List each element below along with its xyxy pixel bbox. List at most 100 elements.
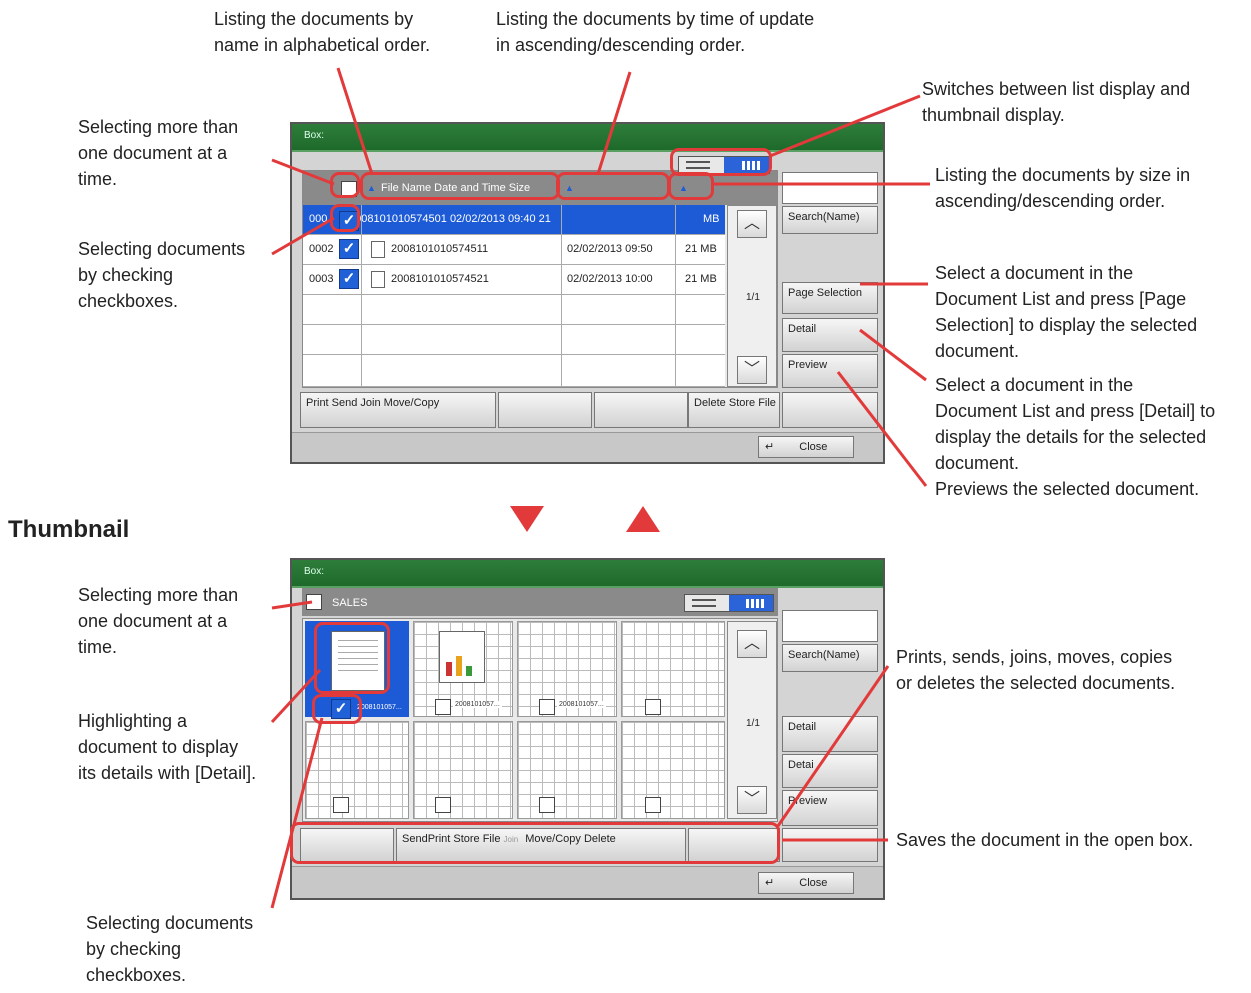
sort-arrow-icon[interactable]: ▲ — [565, 183, 574, 193]
list-display-button[interactable] — [679, 157, 724, 173]
thumbnail-checkbox[interactable] — [645, 797, 661, 813]
annotation-select-multi-bottom: Selecting more than one document at a ti… — [78, 582, 238, 660]
document-icon — [371, 271, 385, 288]
action-button[interactable] — [594, 392, 688, 428]
annotation-display-switch: Switches between list display and thumbn… — [922, 76, 1190, 128]
column-headers[interactable]: File Name Date and Time Size — [381, 182, 531, 194]
annotation-line: its details with [Detail]. — [78, 763, 257, 783]
row-filename: 2008101010574521 — [391, 273, 489, 285]
store-file-button[interactable] — [782, 392, 878, 428]
document-thumbnail[interactable] — [413, 721, 513, 819]
annotation-line: Switches between list display and — [922, 79, 1191, 99]
scroll-down-icon[interactable]: ﹀ — [737, 356, 767, 384]
row-size: 21 MB — [685, 273, 717, 285]
sort-arrow-icon: ▲ — [367, 183, 376, 193]
annotation-time-sort: Listing the documents by time of update … — [496, 6, 814, 58]
preview-button[interactable]: Preview — [782, 354, 878, 388]
thumbnail-display-button[interactable] — [724, 157, 769, 173]
scrollbar[interactable]: ︿ 1/1 ﹀ — [727, 621, 777, 819]
table-row[interactable] — [303, 295, 725, 325]
print-send-join-move-buttons[interactable]: Print Send Join Move/Copy — [300, 392, 496, 428]
document-thumbnail[interactable] — [621, 621, 725, 717]
annotation-line: Select a document in the — [935, 263, 1134, 283]
list-display-button[interactable] — [685, 595, 729, 611]
send-print-store-buttons[interactable]: SendPrint Store File Join Move/Copy Dele… — [396, 828, 686, 862]
annotation-line: Highlighting a — [78, 711, 188, 731]
scrollbar[interactable]: ︿ 1/1 ﹀ — [727, 205, 777, 387]
annotation-line: by checking — [86, 939, 182, 959]
sort-arrow-icon[interactable]: ▲ — [679, 183, 688, 193]
folder-name: SALES — [332, 597, 368, 609]
annotation-line: Selecting more than — [78, 117, 239, 137]
row-filename: 2008101010574501 02/02/2013 09:40 21 — [349, 213, 551, 225]
column-divider — [675, 205, 676, 387]
thumbnail-checkbox[interactable] — [645, 699, 661, 715]
document-thumbnail[interactable] — [331, 631, 385, 691]
list-view-screen: Box: ▲ File Name Date and Time Size ▲ ▲ … — [290, 122, 885, 464]
thumbnail-checkbox[interactable] — [435, 797, 451, 813]
document-thumbnail[interactable] — [517, 621, 617, 717]
delete-store-file-button[interactable]: Delete Store File — [688, 392, 780, 428]
list-icon — [686, 161, 710, 169]
page-selection-button[interactable]: Page Selection — [782, 282, 878, 314]
annotation-line: Select a document in the — [935, 375, 1134, 395]
title-bar: Box: — [292, 560, 883, 588]
thumbnail-checkbox[interactable]: ✓ — [331, 699, 351, 719]
thumbnail-display-button[interactable] — [729, 595, 773, 611]
table-row[interactable] — [303, 355, 725, 387]
thumbnail-checkbox[interactable] — [435, 699, 451, 715]
search-name-button[interactable]: Search(Name) — [782, 644, 878, 672]
callout-ring — [314, 622, 390, 694]
annotation-line: document to display — [78, 737, 239, 757]
chart-document-icon — [439, 631, 485, 683]
bar-icon — [456, 656, 462, 676]
row-checkbox[interactable]: ✓ — [339, 269, 359, 289]
table-row[interactable]: 000 2008101010574501 02/02/2013 09:40 21… — [303, 205, 725, 235]
document-list-panel: ▲ File Name Date and Time Size ▲ ▲ 000 2… — [302, 170, 778, 388]
thumbnail-checkbox[interactable] — [333, 797, 349, 813]
document-thumbnail[interactable] — [621, 721, 725, 819]
annotation-line: Selecting documents — [78, 239, 246, 259]
search-name-button[interactable]: Search(Name) — [782, 206, 878, 234]
close-button[interactable]: ↵ Close — [758, 872, 854, 894]
annotation-line: Previews the selected document. — [935, 479, 1200, 499]
display-toggle[interactable] — [684, 594, 774, 612]
close-button[interactable]: ↵ Close — [758, 436, 854, 458]
thumbnail-checkbox[interactable] — [539, 699, 555, 715]
store-file-button[interactable] — [782, 828, 878, 862]
page-indicator: 1/1 — [746, 292, 760, 303]
row-number: 0003 — [309, 273, 334, 285]
detail-button-2[interactable]: Detai — [782, 754, 878, 788]
detail-button[interactable]: Detail — [782, 716, 878, 752]
annotation-line: time. — [78, 169, 118, 189]
bar-icon — [446, 662, 452, 676]
row-number: 000 — [309, 213, 328, 225]
thumbnail-label: 2008101057... — [357, 704, 402, 711]
scroll-up-icon[interactable]: ︿ — [737, 630, 767, 658]
action-button[interactable] — [688, 828, 780, 862]
action-button[interactable] — [498, 392, 592, 428]
document-icon — [371, 241, 385, 258]
scroll-up-icon[interactable]: ︿ — [737, 210, 767, 238]
annotation-line: document. — [935, 341, 1020, 361]
enter-icon: ↵ — [765, 441, 775, 453]
action-button[interactable] — [300, 828, 394, 862]
annotation-detail: Select a document in the Document List a… — [935, 372, 1215, 476]
table-row[interactable] — [303, 325, 725, 355]
thumbnail-checkbox[interactable] — [539, 797, 555, 813]
row-checkbox[interactable]: ✓ — [339, 239, 359, 259]
annotation-line: Listing the documents by — [214, 9, 414, 29]
document-thumbnail[interactable] — [517, 721, 617, 819]
annotation-line: in ascending/descending order. — [496, 35, 746, 55]
search-field[interactable] — [782, 172, 878, 204]
detail-button[interactable]: Detail — [782, 318, 878, 352]
scroll-down-icon[interactable]: ﹀ — [737, 786, 767, 814]
annotation-page-selection: Select a document in the Document List a… — [935, 260, 1197, 364]
search-field[interactable] — [782, 610, 878, 642]
callout-ring — [330, 172, 360, 198]
document-thumbnail[interactable] — [305, 721, 409, 819]
annotation-line: time. — [78, 637, 118, 657]
row-size: 21 MB — [685, 243, 717, 255]
column-divider — [361, 205, 362, 387]
